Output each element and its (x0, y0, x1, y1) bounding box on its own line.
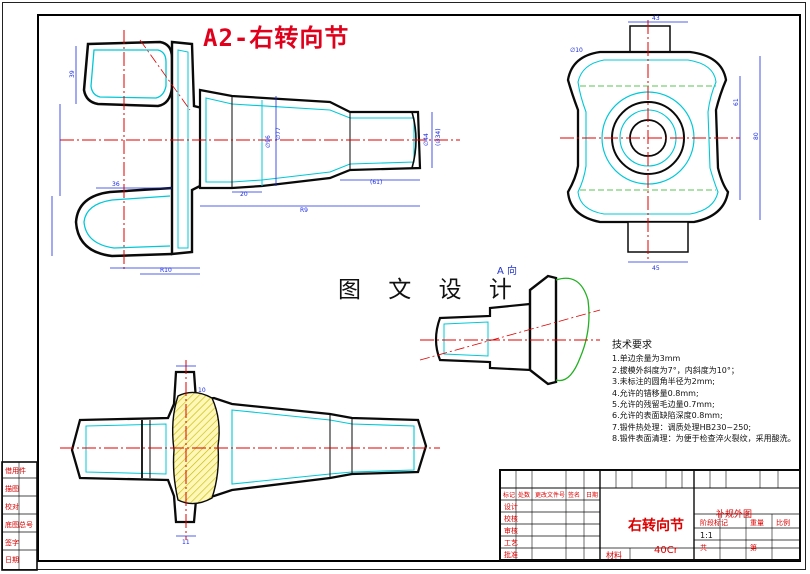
a-view (419, 274, 601, 386)
lower-arm-outline (74, 186, 173, 258)
scale-value: 1:1 (700, 531, 713, 540)
technical-requirements: 技术要求 1.单边余量为3mm 2.拔模外斜度为7°，内斜度为10°； 3.未标… (612, 340, 796, 445)
side-dim-4: 80 (753, 132, 760, 140)
center-caption: 图 文 设 计 (338, 277, 522, 303)
side-label: 借用件 (5, 467, 26, 475)
weight-label: 重量 (750, 519, 764, 527)
drawing-title: A2-右转向节 (203, 24, 350, 52)
sheet-count-label: 共 (700, 544, 707, 552)
tb-header-cell: 处数 (518, 492, 531, 499)
tb-row-label: 工艺 (504, 539, 518, 547)
side-label: 校对 (5, 503, 19, 511)
front-view: ∅96 ∅77 ∅44 (∅34) (61) R9 20 36 R10 39 (51, 30, 460, 275)
note-item: 7.锻件热处理：调质处理HB230~250; (612, 422, 752, 432)
dim-text-1: ∅96 (265, 135, 272, 148)
dim-text-6: R9 (300, 207, 308, 214)
material-label: 材料 (606, 551, 622, 560)
title-block-grid (499, 469, 801, 561)
dim-text-8: 36 (112, 181, 120, 188)
side-dim-1: 43 (652, 15, 660, 22)
dim-text-7: 20 (240, 191, 248, 198)
tb-header-cell: 日期 (586, 492, 599, 499)
a-view-label: A 向 (497, 266, 518, 277)
tb-row-label: 审核 (504, 527, 518, 535)
bottom-dim-1: 11 (182, 539, 190, 546)
tb-row-label: 校核 (504, 515, 518, 523)
drawing-border (37, 14, 801, 562)
side-view: 43 ∅10 61 80 45 (560, 15, 761, 272)
side-label: 底图总号 (5, 521, 33, 529)
category-label: 补规外图 (716, 510, 753, 520)
spindle-outline (198, 88, 422, 190)
note-item: 8.锻件表面清理：为便于检查淬火裂纹，采用酸洗。 (612, 434, 796, 444)
note-item: 1.单边余量为3mm (612, 354, 681, 364)
note-item: 4.允许的错移量0.8mm; (612, 388, 699, 398)
dim-text-10: 39 (69, 70, 76, 78)
tb-header-cell: 标记 (503, 492, 516, 499)
dim-text-4: (∅34) (435, 128, 442, 146)
note-item: 6.允许的表面缺陷深度0.8mm; (612, 411, 723, 421)
side-dim-3: 61 (733, 98, 740, 106)
side-label: 日期 (5, 556, 19, 564)
sheet-number-label: 第 (750, 544, 757, 552)
side-block-grid (1, 461, 38, 571)
dim-text-3: ∅44 (423, 133, 430, 146)
stage-mark-label: 阶段标记 (700, 519, 728, 527)
dim-text-2: ∅77 (275, 127, 282, 140)
tb-header-cell: 签名 (568, 492, 581, 499)
tb-row-label: 批准 (504, 551, 518, 559)
side-dim-2: ∅10 (570, 47, 583, 54)
part-name: 右转向节 (628, 518, 684, 534)
bottom-view: 11 10 (60, 360, 440, 546)
note-item: 2.拔模外斜度为7°，内斜度为10°； (612, 365, 739, 375)
material-value: 40Cr (654, 545, 678, 556)
scale-label: 比例 (776, 519, 790, 527)
bottom-view-outline (70, 370, 428, 524)
note-item: 3.未标注的圆角半径为2mm; (612, 377, 716, 387)
side-label: 描图 (5, 485, 19, 493)
notes-title: 技术要求 (612, 340, 652, 351)
upper-arm-outline (82, 40, 174, 108)
side-label: 签字 (5, 539, 19, 547)
note-item: 5.允许的残留毛边量0.7mm; (612, 400, 715, 410)
tb-row-label: 设计 (504, 503, 518, 511)
bottom-dim-2: 10 (198, 387, 206, 394)
side-dim-5: 45 (652, 265, 660, 272)
tb-header-cell: 更改文件号 (535, 492, 566, 499)
dim-text-5: (61) (370, 179, 382, 186)
dim-text-9: R10 (160, 267, 172, 274)
